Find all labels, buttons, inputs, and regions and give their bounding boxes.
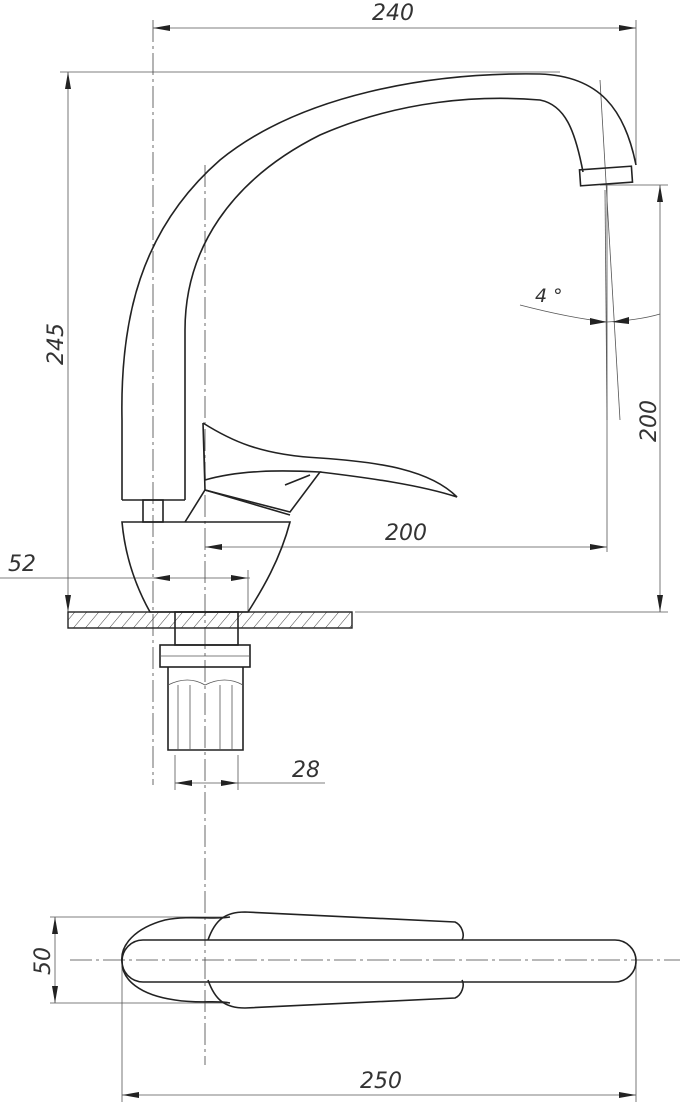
plan-view	[121, 911, 637, 1009]
faucet-body	[121, 422, 458, 613]
dim-200-reach: 200	[385, 521, 427, 546]
dim-240: 240	[372, 1, 414, 26]
dim-245: 245	[44, 323, 69, 365]
dimension-lines	[0, 25, 663, 1098]
dim-4-degree: 4 °	[535, 285, 563, 307]
dim-28: 28	[292, 758, 320, 783]
mounting-nut	[159, 611, 251, 751]
dim-250: 250	[360, 1069, 402, 1094]
mounting-plate	[67, 611, 353, 629]
dim-52: 52	[8, 552, 36, 577]
dim-200-height: 200	[637, 400, 662, 442]
spout	[121, 73, 637, 523]
dim-50: 50	[31, 947, 56, 975]
